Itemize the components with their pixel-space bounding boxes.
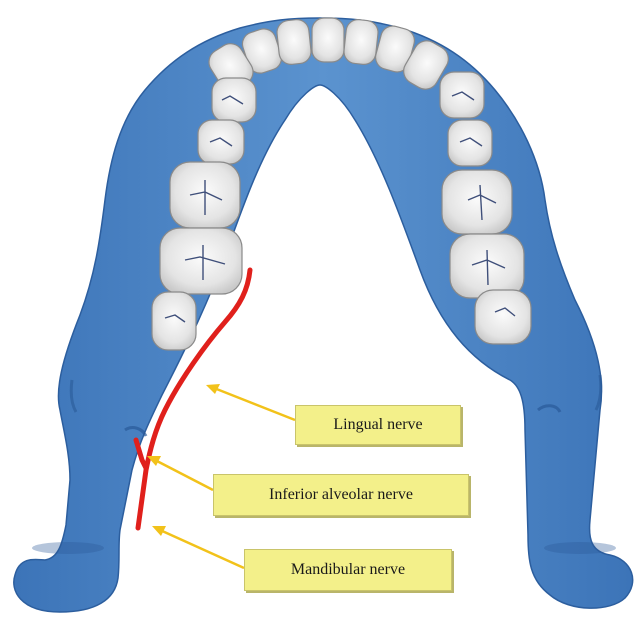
tooth	[312, 18, 344, 62]
condyle-right-shade	[544, 542, 616, 554]
tooth	[212, 78, 256, 122]
condyle-left-shade	[32, 542, 104, 554]
mandibular-nerve-label: Mandibular nerve	[244, 549, 452, 591]
tooth	[442, 170, 512, 234]
tooth	[440, 72, 484, 118]
tooth	[276, 18, 312, 65]
tooth	[152, 292, 196, 350]
tooth	[198, 120, 244, 164]
tooth	[343, 18, 379, 65]
tooth	[160, 228, 242, 294]
tooth	[448, 120, 492, 166]
tooth	[475, 290, 531, 344]
inferior-alveolar-nerve-label: Inferior alveolar nerve	[213, 474, 469, 516]
lingual-nerve-label: Lingual nerve	[295, 405, 461, 445]
